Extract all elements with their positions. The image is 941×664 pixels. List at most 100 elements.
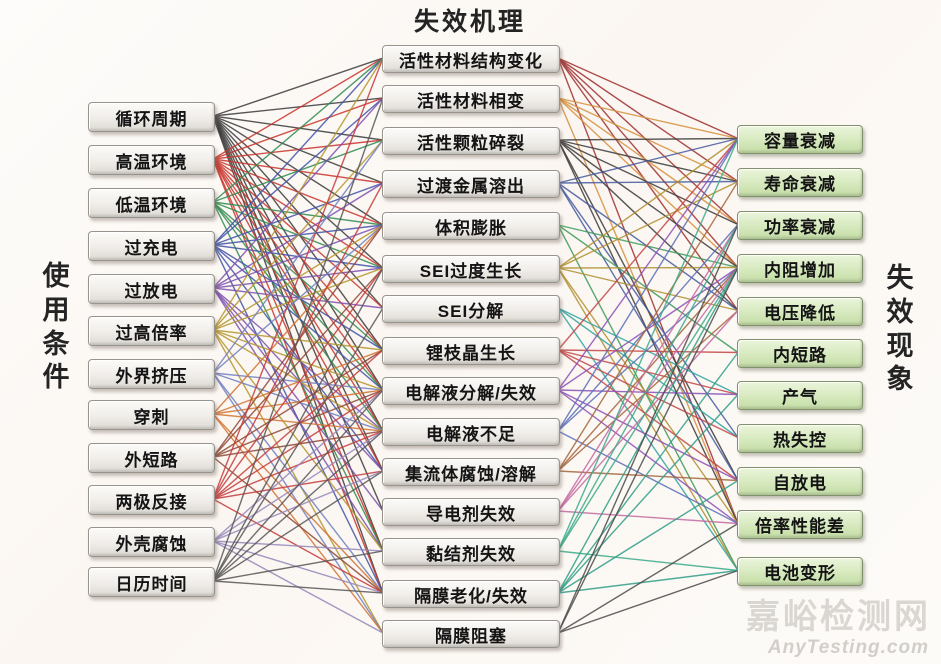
mechanism-box: 过渡金属溶出 bbox=[382, 170, 560, 198]
connection-line bbox=[212, 57, 384, 117]
watermark-site-name: 嘉峪检测网 bbox=[746, 598, 931, 636]
connection-line bbox=[212, 97, 384, 117]
mechanism-box: 活性材料相变 bbox=[382, 85, 560, 113]
connection-line bbox=[557, 57, 739, 311]
phenomenon-box: 内阻增加 bbox=[737, 254, 863, 283]
connection-line bbox=[212, 430, 384, 582]
connection-line bbox=[557, 349, 739, 482]
connection-line bbox=[212, 287, 384, 552]
connection-line bbox=[557, 181, 739, 472]
connection-line bbox=[557, 182, 739, 438]
connection-line bbox=[557, 180, 739, 269]
connection-line bbox=[557, 224, 739, 634]
connection-line bbox=[212, 201, 384, 552]
connection-line bbox=[212, 115, 384, 309]
connection-line bbox=[212, 158, 384, 351]
connection-line bbox=[212, 115, 384, 512]
mechanism-box: 隔膜阻塞 bbox=[382, 620, 560, 648]
connection-line bbox=[212, 267, 384, 500]
left-column-label: 使用条件 bbox=[42, 261, 70, 393]
connection-line bbox=[212, 158, 384, 309]
mechanism-box: 电解液不足 bbox=[382, 418, 560, 446]
connection-line bbox=[557, 267, 739, 472]
connection-line bbox=[212, 389, 384, 415]
connection-line bbox=[557, 307, 739, 571]
connection-line bbox=[212, 57, 384, 331]
connection-line bbox=[212, 115, 384, 391]
connection-line bbox=[212, 389, 384, 582]
connection-line bbox=[212, 224, 384, 374]
connection-line bbox=[557, 267, 739, 634]
connection-line bbox=[212, 329, 384, 432]
connection-line bbox=[557, 569, 739, 594]
connection-line bbox=[557, 138, 739, 351]
connection-line bbox=[557, 180, 739, 184]
connection-line bbox=[557, 430, 739, 525]
connection-line bbox=[212, 158, 384, 472]
connection-line bbox=[212, 97, 384, 160]
connection-line bbox=[212, 97, 384, 582]
connection-line bbox=[557, 57, 739, 268]
condition-box: 两极反接 bbox=[88, 485, 215, 515]
connection-line bbox=[212, 413, 384, 594]
phenomenon-box: 功率衰减 bbox=[737, 211, 863, 240]
connection-line bbox=[557, 266, 739, 432]
right-column-label: 失效现象 bbox=[886, 263, 914, 395]
connection-line bbox=[557, 470, 739, 482]
connection-line bbox=[557, 267, 739, 312]
condition-box: 过高倍率 bbox=[88, 316, 215, 346]
connection-line bbox=[557, 550, 739, 572]
connection-line bbox=[557, 510, 739, 525]
connection-line bbox=[212, 201, 384, 351]
condition-box: 低温环境 bbox=[88, 188, 215, 218]
connection-line bbox=[557, 267, 739, 571]
connection-line bbox=[557, 349, 739, 354]
connection-line bbox=[212, 349, 384, 458]
mechanism-box: 活性颗粒碎裂 bbox=[382, 127, 560, 155]
connection-line bbox=[212, 201, 384, 432]
condition-box: 高温环境 bbox=[88, 145, 215, 175]
connection-line bbox=[557, 394, 739, 594]
connection-line bbox=[557, 137, 739, 184]
mechanism-box: 黏结剂失效 bbox=[382, 538, 560, 566]
connection-line bbox=[212, 158, 384, 391]
mechanism-box: SEI分解 bbox=[382, 295, 560, 323]
mechanism-box: 锂枝晶生长 bbox=[382, 337, 560, 365]
condition-box: 循环周期 bbox=[88, 102, 215, 132]
phenomenon-box: 自放电 bbox=[737, 467, 863, 496]
connection-line bbox=[557, 224, 739, 571]
connection-line bbox=[557, 267, 739, 552]
condition-box: 外壳腐蚀 bbox=[88, 527, 215, 557]
connection-line bbox=[212, 115, 384, 472]
connection-line bbox=[212, 389, 384, 542]
connection-line bbox=[212, 307, 384, 582]
connection-line bbox=[557, 267, 739, 512]
connection-line bbox=[212, 287, 384, 472]
connection-line bbox=[557, 389, 739, 525]
connection-line bbox=[557, 266, 739, 269]
condition-box: 外短路 bbox=[88, 443, 215, 473]
phenomenon-box: 电压降低 bbox=[737, 297, 863, 326]
phenomenon-box: 容量衰减 bbox=[737, 125, 863, 154]
condition-box: 过充电 bbox=[88, 231, 215, 261]
mechanism-box: 导电剂失效 bbox=[382, 498, 560, 526]
connection-line bbox=[557, 224, 739, 432]
connection-line bbox=[212, 456, 384, 594]
phenomenon-box: 寿命衰减 bbox=[737, 168, 863, 197]
connection-line bbox=[212, 329, 384, 391]
connection-line bbox=[212, 287, 384, 309]
connection-line bbox=[212, 57, 384, 246]
connection-line bbox=[557, 57, 739, 226]
connection-line bbox=[557, 57, 739, 140]
connection-line bbox=[212, 224, 384, 415]
connection-line bbox=[212, 329, 384, 634]
connection-line bbox=[557, 522, 739, 634]
mechanism-box: 活性材料结构变化 bbox=[382, 45, 560, 73]
connection-line bbox=[557, 57, 739, 524]
connection-line bbox=[557, 224, 739, 512]
mechanism-box: 隔膜老化/失效 bbox=[382, 580, 560, 608]
connection-line bbox=[212, 413, 384, 432]
mechanism-box: 集流体腐蚀/溶解 bbox=[382, 458, 560, 486]
connection-line bbox=[212, 267, 384, 582]
